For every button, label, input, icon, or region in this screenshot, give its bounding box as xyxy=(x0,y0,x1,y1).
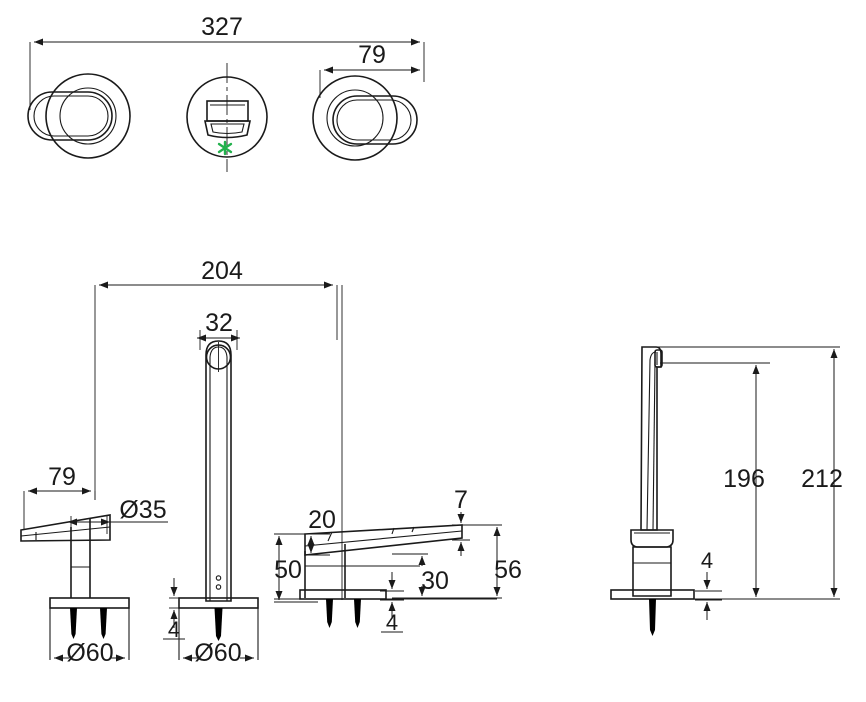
dimension-4-center: 4 xyxy=(163,578,185,642)
side-elevation-handle: 50 20 7 30 56 xyxy=(274,285,522,635)
dimension-label-d35: Ø35 xyxy=(119,496,166,524)
front-left-handle: 79 Ø35 xyxy=(20,463,168,660)
dimension-204: 204 xyxy=(94,257,338,500)
dimension-32: 32 xyxy=(197,309,240,350)
side-spout-collar xyxy=(630,529,674,597)
dimension-label-4-center: 4 xyxy=(168,617,180,642)
dimension-label-30: 30 xyxy=(421,567,449,595)
dimension-label-327: 327 xyxy=(201,13,243,41)
dimension-label-79-top: 79 xyxy=(358,41,386,69)
side-lever-base xyxy=(274,589,497,628)
center-marker-icon xyxy=(217,140,233,156)
dimension-4-right: 4 xyxy=(695,548,722,620)
dimension-label-d60-left: Ø60 xyxy=(66,639,113,667)
dimension-label-32: 32 xyxy=(205,309,233,337)
dimension-327: 327 xyxy=(29,13,425,110)
dimension-56: 56 xyxy=(424,524,522,599)
dimension-79-top: 79 xyxy=(319,41,420,98)
dimension-label-79-front: 79 xyxy=(48,463,76,491)
dimension-label-20: 20 xyxy=(308,506,336,534)
dimension-label-204: 204 xyxy=(201,257,243,285)
dimension-d60-center: Ø60 xyxy=(183,639,254,667)
dimension-79-front: 79 xyxy=(23,463,96,530)
dimension-20: 20 xyxy=(305,506,336,556)
dimension-label-4-right: 4 xyxy=(701,548,713,573)
side-lever-body xyxy=(304,524,463,556)
plan-center-outlet xyxy=(186,63,268,172)
dimension-7: 7 xyxy=(452,486,470,556)
dimension-30: 30 xyxy=(392,553,449,599)
plan-left-handle xyxy=(27,73,131,159)
dimension-d35: Ø35 xyxy=(68,496,168,534)
dimension-label-50: 50 xyxy=(274,556,302,584)
dimension-196: 196 xyxy=(660,362,770,597)
side-elevation-spout: 212 196 4 xyxy=(610,346,843,636)
dimension-label-196: 196 xyxy=(723,465,765,493)
dimension-label-4-lever: 4 xyxy=(386,610,398,635)
side-spout-base xyxy=(610,589,834,636)
dimension-50: 50 xyxy=(274,533,318,603)
dimension-d60-left: Ø60 xyxy=(54,639,125,667)
dimension-4-lever: 4 xyxy=(380,572,404,635)
top-plan-view: 327 79 xyxy=(27,13,425,172)
front-spout-body xyxy=(178,340,259,660)
front-elevation-group: 204 32 xyxy=(20,257,338,667)
plan-right-handle xyxy=(312,75,418,161)
dimension-label-56: 56 xyxy=(494,556,522,584)
dimension-label-7: 7 xyxy=(454,486,468,514)
side-spout-body xyxy=(640,346,663,531)
dimension-label-212: 212 xyxy=(801,465,843,493)
dimension-label-d60-center: Ø60 xyxy=(194,639,241,667)
